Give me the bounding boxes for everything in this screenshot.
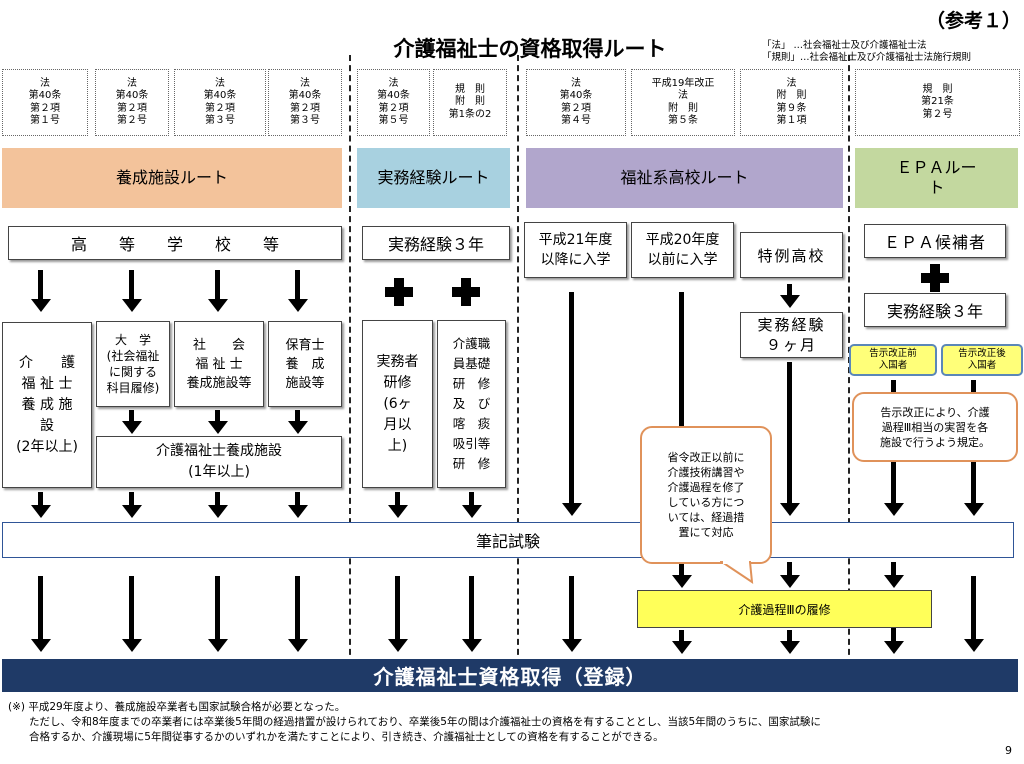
high-school-box: 高 等 学 校 等 bbox=[8, 226, 342, 260]
reference-label: （参考１） bbox=[925, 10, 1021, 32]
transition-note-callout: 省令改正以前に 介護技術講習や 介護過程を修了 している方につ いては、経過措 … bbox=[640, 426, 772, 564]
arrow-down-icon bbox=[208, 576, 228, 652]
arrow-down-icon bbox=[780, 562, 800, 588]
law-ref-2: 法 第40条 第２項 第２号 bbox=[95, 69, 169, 136]
practical-3y-box: 実務経験３年 bbox=[362, 226, 510, 260]
arrow-down-icon bbox=[672, 562, 692, 588]
route-welfare-highschool: 福祉系高校ルート bbox=[526, 148, 843, 208]
route-epa: ＥＰＡルー ト bbox=[855, 148, 1018, 208]
arrow-down-icon bbox=[31, 576, 51, 652]
arrow-down-icon bbox=[562, 576, 582, 652]
epa-candidate-box: ＥＰＡ候補者 bbox=[864, 224, 1006, 258]
arrow-down-icon bbox=[388, 576, 408, 652]
arrow-down-icon bbox=[780, 362, 800, 516]
arrow-down-icon bbox=[780, 284, 800, 308]
law-ref-8: 平成19年改正 法 附 則 第５条 bbox=[631, 69, 735, 136]
arrow-down-icon bbox=[122, 492, 142, 518]
arrow-down-icon bbox=[208, 270, 228, 312]
special-practical-9m-box: 実務経験 ９ヶ月 bbox=[740, 312, 843, 358]
notice-before-badge: 告示改正前 入国者 bbox=[849, 344, 937, 376]
law-ref-9: 法 附 則 第９条 第１項 bbox=[740, 69, 843, 136]
arrow-down-icon bbox=[288, 576, 308, 652]
arrow-down-icon bbox=[31, 492, 51, 518]
final-result-bar: 介護福祉士資格取得（登録） bbox=[2, 659, 1018, 692]
arrow-down-icon bbox=[288, 492, 308, 518]
page-title: 介護福祉士の資格取得ルート bbox=[393, 37, 667, 61]
arrow-down-icon bbox=[31, 270, 51, 312]
care-facility-1y-box: 介護福祉士養成施設 (1年以上) bbox=[96, 436, 342, 488]
special-highschool-box: 特例高校 bbox=[740, 232, 843, 278]
arrow-down-icon bbox=[208, 410, 228, 434]
arrow-down-icon bbox=[122, 576, 142, 652]
practitioner-training-box: 実務者 研修 (6ヶ 月以 上) bbox=[362, 320, 433, 488]
written-exam-bar: 筆記試験 bbox=[2, 522, 1014, 558]
route-practical-experience: 実務経験ルート bbox=[357, 148, 510, 208]
footnote: (※) 平成29年度より、養成施設卒業者も国家試験合格が必要となった。 ただし、… bbox=[8, 701, 821, 743]
care-facility-2y-box: 介 護 福 祉 士 養 成 施 設 (2年以上) bbox=[2, 322, 92, 488]
arrow-down-icon bbox=[462, 576, 482, 652]
arrow-down-icon bbox=[388, 492, 408, 518]
legend-text: 「法」 …社会福祉士及び介護福祉士法 「規則」…社会福祉士及び介護福祉士法施行規… bbox=[762, 40, 972, 63]
arrow-down-icon bbox=[672, 630, 692, 654]
social-welfare-facility-box: 社 会 福 祉 士 養成施設等 bbox=[174, 321, 264, 407]
page-number: 9 bbox=[1005, 744, 1012, 757]
law-ref-3: 法 第40条 第２項 第３号 bbox=[174, 69, 266, 136]
law-ref-1: 法 第40条 第２項 第１号 bbox=[2, 69, 88, 136]
law-ref-5: 法 第40条 第２項 第５号 bbox=[357, 69, 430, 136]
epa-practical-3y-box: 実務経験３年 bbox=[864, 293, 1006, 327]
arrow-down-icon bbox=[780, 630, 800, 654]
notice-after-badge: 告示改正後 入国者 bbox=[941, 344, 1023, 376]
arrow-down-icon bbox=[288, 270, 308, 312]
law-ref-7: 法 第40条 第２項 第４号 bbox=[526, 69, 626, 136]
enrolled-after-h21-box: 平成21年度 以降に入学 bbox=[524, 222, 627, 278]
plus-icon bbox=[452, 278, 480, 306]
law-ref-6: 規 則 附 則 第1条の2 bbox=[433, 69, 507, 136]
plus-icon bbox=[385, 278, 413, 306]
arrow-down-icon bbox=[964, 576, 984, 652]
arrow-down-icon bbox=[208, 492, 228, 518]
enrolled-before-h20-box: 平成20年度 以前に入学 bbox=[631, 222, 734, 278]
epa-note-callout: 告示改正により、介護 過程Ⅲ相当の実習を各 施設で行うよう規定。 bbox=[852, 392, 1018, 462]
basic-training-box: 介護職 員基礎 研 修 及 び 喀 痰 吸引等 研 修 bbox=[437, 320, 506, 488]
separator-1 bbox=[349, 55, 351, 665]
separator-2 bbox=[517, 55, 519, 665]
arrow-down-icon bbox=[288, 410, 308, 434]
law-ref-10: 規 則 第21条 第２号 bbox=[855, 69, 1020, 136]
care-process-course-box: 介護過程Ⅲの履修 bbox=[637, 590, 932, 628]
university-box: 大 学 (社会福祉 に関する 科目履修) bbox=[96, 321, 170, 407]
arrow-down-icon bbox=[462, 492, 482, 518]
arrow-down-icon bbox=[122, 410, 142, 434]
plus-icon bbox=[921, 264, 949, 292]
arrow-down-icon bbox=[884, 562, 904, 588]
callout-pointer bbox=[720, 560, 754, 584]
law-ref-4: 法 第40条 第２項 第３号 bbox=[268, 69, 342, 136]
route-training-facility: 養成施設ルート bbox=[2, 148, 342, 208]
nursery-facility-box: 保育士 養 成 施設等 bbox=[268, 321, 342, 407]
arrow-down-icon bbox=[562, 292, 582, 516]
arrow-down-icon bbox=[122, 270, 142, 312]
